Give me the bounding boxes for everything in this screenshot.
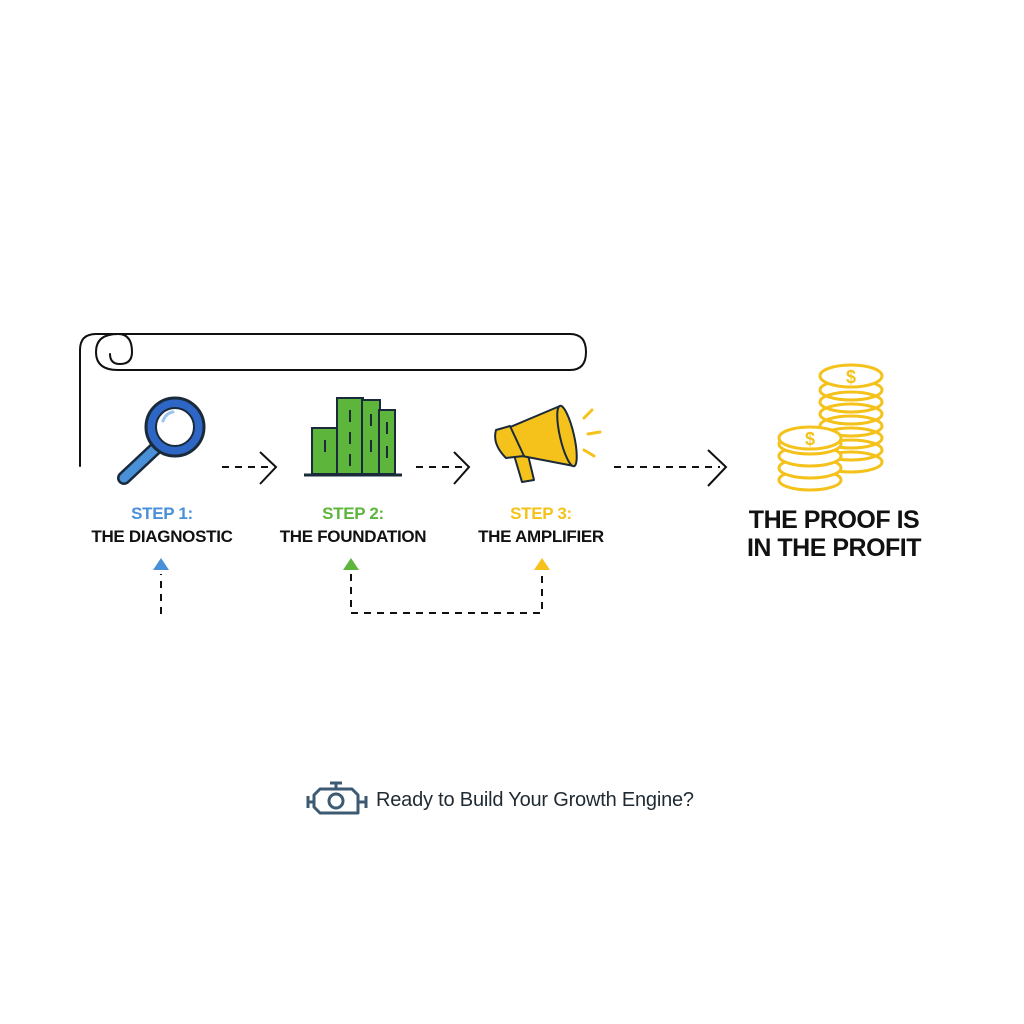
step-1-name: THE DIAGNOSTIC [91,527,233,546]
step-1-number: STEP 1: [131,504,193,523]
megaphone-icon [494,404,602,483]
cta-text: Ready to Build Your Growth Engine? [376,788,694,811]
magnifying-glass-icon [117,396,206,485]
step-1-label: STEP 1: THE DIAGNOSTIC [62,503,262,549]
feedback-loop-step2-step3 [343,558,550,614]
arrow-step2-to-step3 [416,451,471,485]
cta-row: Ready to Build Your Growth Engine? [306,780,694,820]
arrow-step3-to-profit [614,449,728,487]
feedback-arrow-step1 [153,558,169,614]
svg-text:$: $ [805,429,815,449]
feedback-arrows [153,558,550,614]
step-2-label: STEP 2: THE FOUNDATION [253,503,453,549]
outcome-line-1: THE PROOF IS [748,506,920,534]
outcome-line-2: IN THE PROFIT [746,534,922,562]
coin-stacks-icon: $ $ [777,363,884,492]
step-3-label: STEP 3: THE AMPLIFIER [441,503,641,549]
buildings-icon [304,397,402,477]
svg-text:$: $ [846,367,856,387]
flow-arrows [222,449,728,487]
profit-outcome-text: THE PROOF IS IN THE PROFIT [726,506,942,562]
step-2-name: THE FOUNDATION [279,527,427,546]
step-2-number: STEP 2: [322,504,384,523]
engine-icon [306,781,368,815]
step-3-number: STEP 3: [510,504,572,523]
scroll-banner [79,333,588,467]
step-3-name: THE AMPLIFIER [478,527,604,546]
arrow-step1-to-step2 [222,451,278,485]
